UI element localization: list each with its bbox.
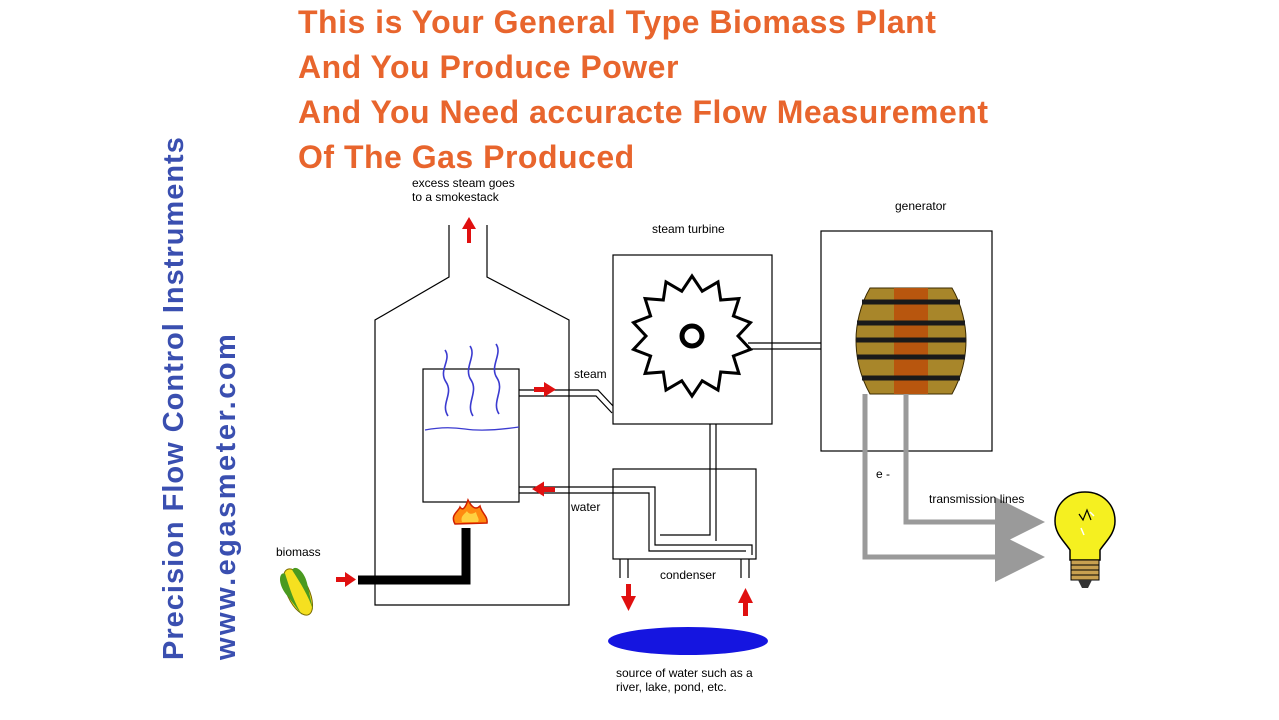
water-arrow [532, 481, 555, 497]
condenser-box [612, 468, 757, 560]
steam-pipe [519, 389, 615, 414]
water-pipe [519, 486, 753, 555]
headline-line-2: And You Produce Power [298, 49, 679, 85]
transmission-line-2 [903, 394, 1045, 547]
boiler-tank [422, 368, 520, 503]
excess-steam-label-1: excess steam goes [412, 176, 515, 190]
turbine-exhaust [660, 424, 717, 541]
transmission-line-1 [862, 394, 1045, 582]
headline-line-3: And You Need accuracte Flow Measurement [298, 94, 989, 130]
electron-label: e - [876, 467, 891, 481]
inflow-arrow [738, 588, 753, 616]
smokestack-arrow [462, 217, 476, 243]
transmission-lines-label: transmission lines [929, 492, 1025, 506]
generator-label: generator [895, 199, 947, 213]
generator-drum [855, 287, 967, 395]
water-level [424, 426, 520, 431]
headline-line-1: This is Your General Type Biomass Plant [298, 4, 937, 40]
headline: This is Your General Type Biomass Plant … [298, 0, 1098, 180]
steam-label: steam [574, 367, 607, 381]
steam-waves [442, 343, 501, 417]
excess-steam-label-2: to a smokestack [412, 190, 499, 204]
water-source-label-2: river, lake, pond, etc. [616, 680, 727, 694]
turbine-hub [679, 323, 705, 349]
steam-turbine-label: steam turbine [652, 222, 725, 236]
water-label: water [571, 500, 601, 514]
water-source-pool [608, 627, 768, 655]
corn-icon [280, 567, 314, 616]
light-bulb-icon [1054, 491, 1116, 588]
steam-arrow [534, 382, 556, 397]
condenser-pipes [619, 559, 750, 578]
water-source-label-1: source of water such as a [616, 666, 753, 680]
condenser-label: condenser [660, 568, 717, 582]
burner-flame [452, 498, 488, 525]
boiler-housing [374, 225, 570, 606]
biomass-label: biomass [276, 545, 321, 559]
outflow-arrow [621, 584, 636, 611]
headline-line-4: Of The Gas Produced [298, 139, 635, 175]
biomass-arrow [336, 572, 356, 587]
biomass-feed-pipe [358, 528, 471, 585]
